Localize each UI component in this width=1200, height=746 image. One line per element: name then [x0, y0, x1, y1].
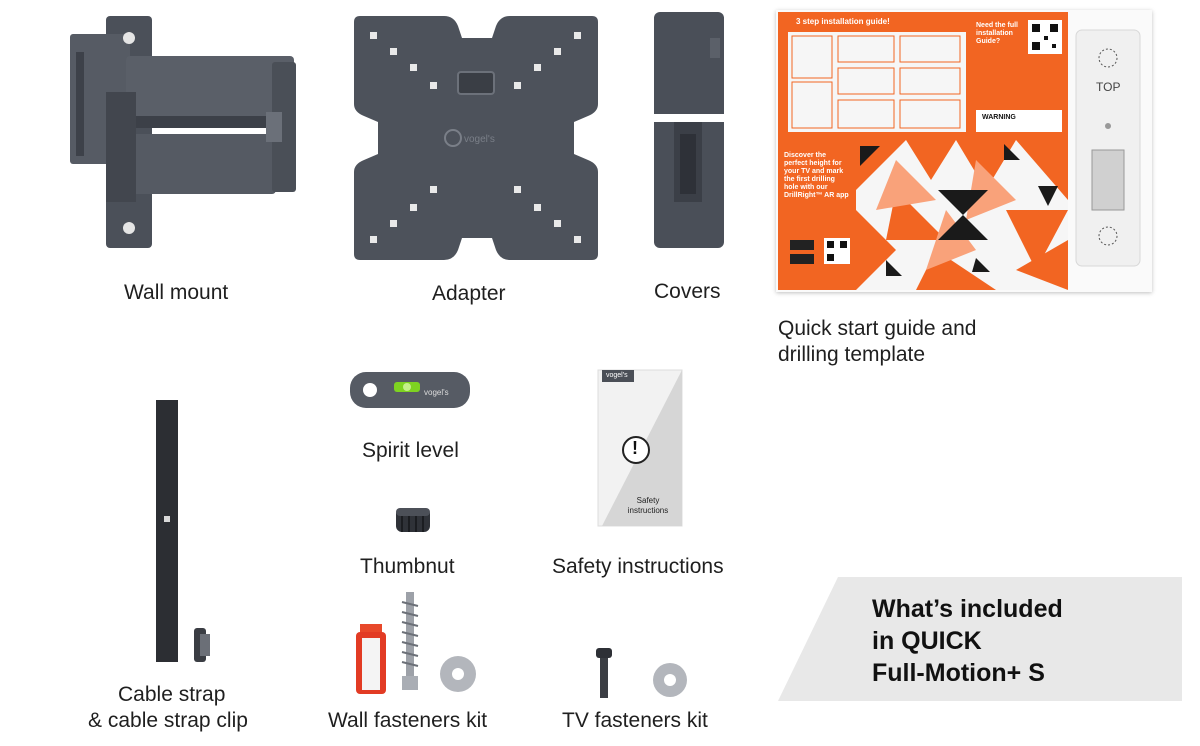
cable-strap-label-line1: Cable strap — [118, 683, 226, 706]
included-banner-text: What’s included in QUICK Full-Motion+ S — [872, 593, 1063, 689]
tv-fasteners-label: TV fasteners kit — [562, 709, 708, 732]
booklet-exclamation: ! — [632, 438, 638, 458]
covers-label: Covers — [654, 280, 721, 303]
spirit-level-image: vogel's — [350, 372, 470, 408]
quick-start-guide-image: 3 step installation guide! Need the full… — [776, 10, 1152, 292]
wall-mount-image — [70, 16, 296, 248]
thumbnut-image — [396, 508, 430, 532]
safety-booklet-image: vogel's ! Safety instructions — [596, 368, 684, 530]
banner-line3: Full-Motion+ S — [872, 659, 1045, 687]
cable-strap-label-line2: & cable strap clip — [88, 709, 248, 732]
banner-line1: What’s included — [872, 595, 1063, 623]
guide-warning-text: WARNING — [982, 114, 1016, 121]
covers-image — [654, 12, 724, 248]
banner-line2: in QUICK — [872, 627, 982, 655]
included-banner-bg — [778, 577, 1182, 701]
guide-need-full-text: Need the full installation Guide? — [976, 22, 1019, 45]
adapter-image: vogel's — [354, 16, 598, 260]
cable-strap-image — [156, 400, 210, 662]
quick-start-label-line2: drilling template — [778, 343, 926, 366]
tv-fasteners-image — [596, 648, 687, 698]
quick-start-label-line1: Quick start guide and — [778, 317, 977, 340]
thumbnut-label: Thumbnut — [360, 555, 455, 578]
wall-fasteners-image — [356, 592, 476, 694]
spirit-level-label: Spirit level — [362, 439, 459, 462]
guide-discover-text: Discover the perfect height for your TV … — [784, 152, 849, 199]
wall-mount-label: Wall mount — [124, 281, 229, 304]
guide-top-label: TOP — [1096, 80, 1121, 94]
adapter-label: Adapter — [432, 282, 506, 305]
wall-fasteners-label: Wall fasteners kit — [328, 709, 488, 732]
safety-instructions-label: Safety instructions — [552, 555, 724, 578]
svg-text:vogel's: vogel's — [424, 388, 449, 397]
booklet-brand: vogel's — [606, 372, 628, 379]
guide-header-text: 3 step installation guide! — [796, 17, 890, 26]
booklet-title: Safety instructions — [627, 496, 669, 515]
adapter-logo: vogel's — [464, 134, 495, 145]
